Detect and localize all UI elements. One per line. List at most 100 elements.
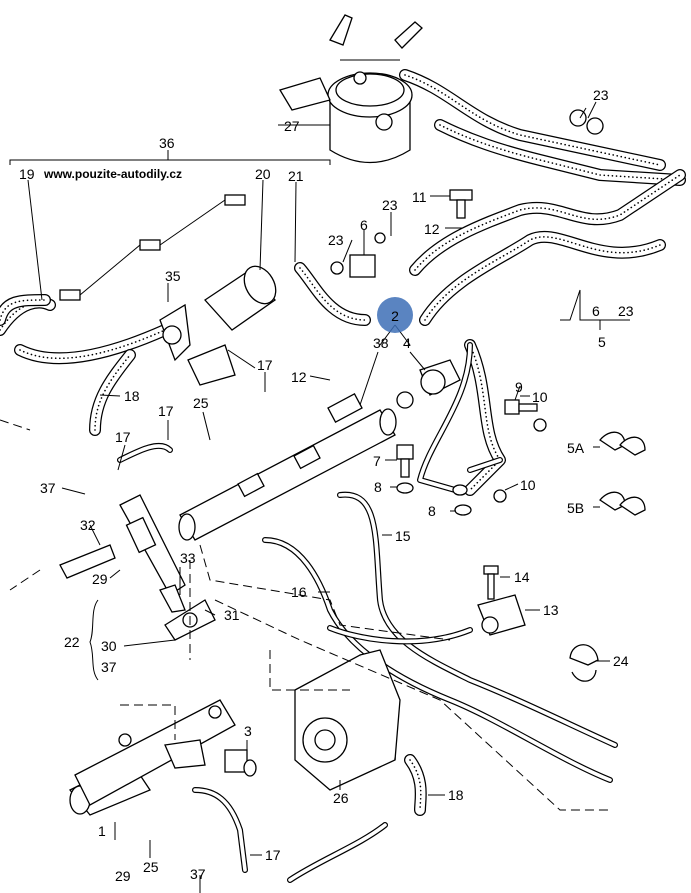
callout-17-a: 17 [257,357,273,373]
clips-5A [599,431,646,456]
clip-24 [569,644,599,682]
hC-hoseDots [414,174,681,271]
callout-10-lower: 10 [520,477,536,493]
sensor-6 [330,232,386,278]
callout-14: 14 [514,569,530,585]
pH-pipeInner [288,823,387,882]
callout-23-c: 23 [328,232,344,248]
callout-29-upper: 29 [92,571,108,587]
pressure-regulator [396,359,461,409]
callout-16: 16 [291,584,307,600]
callout-37-lower: 37 [190,866,206,882]
clip-32 [59,544,116,579]
highlight-marker [377,297,413,333]
callout-29-lower: 29 [115,868,131,884]
callout-37-mid: 37 [101,659,117,675]
callout-12-lower: 12 [291,369,307,385]
callout-17-d: 17 [265,847,281,863]
washers-8 [396,482,507,516]
callout-2: 2 [391,308,399,324]
callout-23-group: 23 [618,303,634,319]
reference-lines [0,419,610,811]
bracket-13 [477,594,526,636]
callout-19: 19 [19,166,35,182]
pA-pipeInner [338,493,617,747]
sensor-3 [224,749,257,777]
bolt-7 [396,444,414,478]
pG-pipeInner [193,788,247,872]
callout-22: 22 [64,634,80,650]
callout-36: 36 [159,135,175,151]
callout-17-c: 17 [115,429,131,445]
pD-pipeInner [418,343,472,492]
bolt-14 [483,565,499,600]
watermark-text: www.pouzite-autodily.cz [43,167,182,181]
fuel-hoses [0,69,686,816]
callout-4: 4 [403,335,411,351]
callout-5: 5 [598,334,606,350]
callout-37-upper: 37 [40,480,56,496]
callout-24: 24 [613,653,629,669]
high-pressure-pump [294,649,401,791]
pre-supply-pump [159,265,277,362]
callout-20: 20 [255,166,271,182]
callout-38: 38 [373,335,389,351]
callout-8-lower: 8 [428,503,436,519]
callout-9: 9 [515,379,523,395]
hD-hoseDots [424,236,661,321]
fuel-pipes [117,342,618,883]
clamps-36 [59,194,246,301]
clips-5B [599,491,646,516]
hH-hoseDots [299,267,366,321]
callout-30: 30 [101,638,117,654]
pF-pipeInner [118,444,172,462]
hE-hoseDots [469,344,502,491]
callout-27: 27 [284,118,300,134]
callout-6-sensor: 6 [360,217,368,233]
pG-pipeOuter [192,787,248,873]
hI-hoseDots [409,759,422,811]
callout-33: 33 [180,550,196,566]
fuel-filter [279,14,423,164]
callout-labels: 2 1 3 4 5 5A 5B 6 6 7 8 8 9 10 10 11 12 … [19,87,634,884]
callout-18-lower: 18 [448,787,464,803]
callout-5b: 5B [567,500,584,516]
nuts-23 [569,109,604,135]
callout-6-group: 6 [592,303,600,319]
fuel-rail-lower [74,699,236,806]
callout-35: 35 [165,268,181,284]
callout-18-upper: 18 [124,388,140,404]
injector-upper [119,494,186,613]
callout-23-b: 23 [382,197,398,213]
callout-23-top: 23 [593,87,609,103]
hA-hoseDots [404,74,661,166]
callout-7: 7 [373,453,381,469]
callout-26: 26 [333,790,349,806]
pE-pipeInner [468,458,502,472]
callout-31: 31 [224,607,240,623]
hG-hoseDots [94,354,131,431]
bolt-9 [504,399,547,432]
callout-25-lower: 25 [143,859,159,875]
pB-pipeInner [263,538,612,782]
callout-3: 3 [244,723,252,739]
callout-11: 11 [412,189,427,205]
callout-21: 21 [288,168,304,184]
hB-hoseOuter [434,119,686,186]
callout-15: 15 [395,528,411,544]
hF-hoseInner [0,297,170,364]
callout-17-b: 17 [158,403,174,419]
callout-1: 1 [98,823,106,839]
hB-hoseDots [439,124,681,181]
bolt-11 [449,189,473,219]
callout-8-upper: 8 [374,479,382,495]
hJ-hoseDots [0,299,46,321]
callout-10-upper: 10 [532,389,548,405]
callout-12-upper: 12 [424,221,440,237]
pC-pipeInner [328,626,472,644]
callout-5a: 5A [567,440,585,456]
callout-32: 32 [80,517,96,533]
leader-lines [9,101,630,893]
bracket-25 [187,344,236,386]
